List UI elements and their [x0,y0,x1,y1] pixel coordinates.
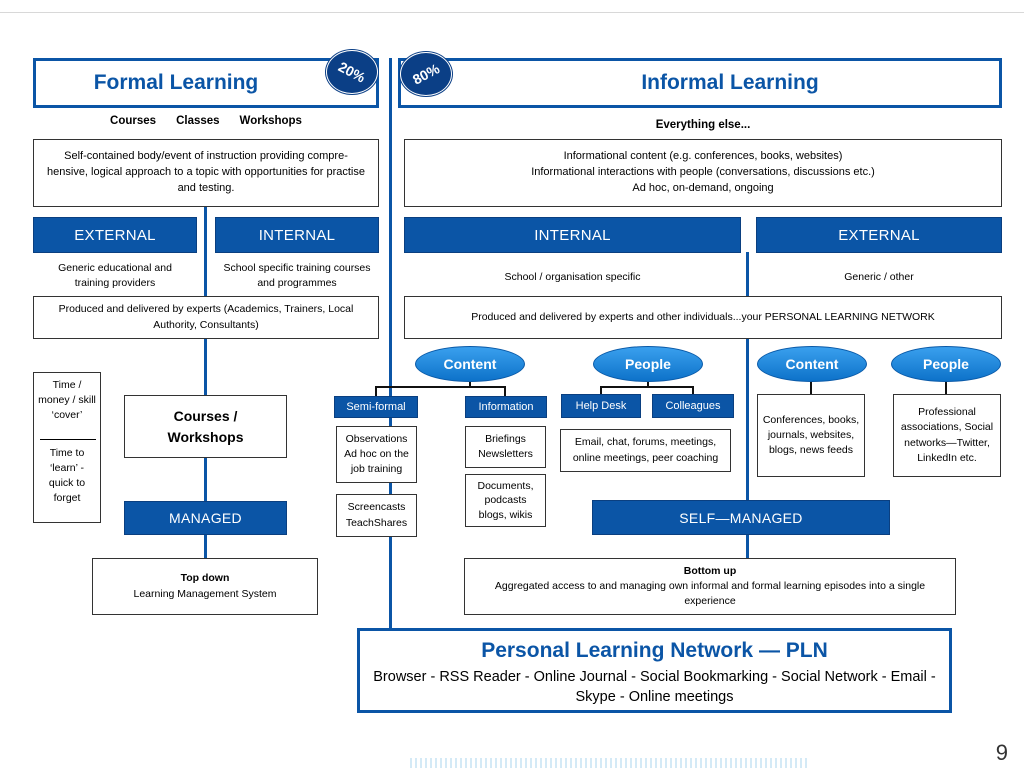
external-content-box: Conferences, books, journals, websites, … [757,394,865,477]
formal-spine-line [204,207,207,559]
people-connector-stem [647,382,649,387]
self-managed-band: SELF—MANAGED [592,500,890,535]
time-note-box: Time / money / skill ‘cover’ Time to ‘le… [33,372,101,523]
content-connector-bar [375,386,506,388]
informal-internal-desc: School / organisation specific [504,271,641,283]
top-down-box: Top down Learning Management System [92,558,318,615]
semiformal-band: Semi-formal [334,396,418,418]
informal-learning-header: Informal Learning [398,58,1002,108]
formal-internal-desc: School specific training courses and pro… [223,262,371,290]
informal-percent-badge: 80% [400,52,452,96]
screencasts-box: Screencasts TeachShares [336,494,417,537]
colleagues-band: Colleagues [652,394,734,418]
people-connector-bar [600,386,693,388]
page-number: 9 [995,740,1008,765]
time-money-note: Time / money / skill ‘cover’ [38,379,96,422]
content-connector-stem [469,382,471,387]
internal-people-oval: People [593,346,703,382]
ext-content-connector [810,382,812,394]
help-desk-band: Help Desk [561,394,641,418]
decorative-hatch-strip [410,758,810,768]
formal-internal-band: INTERNAL [215,217,379,253]
type-classes: Classes [176,115,220,127]
informal-external-band: EXTERNAL [756,217,1002,253]
documents-box: Documents, podcasts blogs, wikis [465,474,546,527]
ext-people-connector [945,382,947,394]
pln-box: Personal Learning Network — PLN Browser … [357,628,952,713]
type-courses: Courses [110,115,157,127]
bottom-up-box: Bottom up Aggregated access to and manag… [464,558,956,615]
formal-learning-title: Formal Learning [93,71,259,94]
courses-workshops-box: Courses / Workshops [124,395,287,458]
pln-tools: Browser - RSS Reader - Online Journal - … [373,669,936,706]
pln-title: Personal Learning Network — PLN [481,639,828,662]
external-people-box: Professional associations, Social networ… [893,394,1001,477]
time-learn-note: Time to ‘learn’ - quick to forget [48,446,86,505]
internal-content-oval: Content [415,346,525,382]
informal-external-desc: Generic / other [844,271,914,283]
informal-learning-title: Informal Learning [641,71,819,94]
external-people-oval: People [891,346,1001,382]
note-divider [40,439,96,440]
observations-box: Observations Ad hoc on the job training [336,426,417,483]
managed-band: MANAGED [124,501,287,535]
formal-definition-box: Self-contained body/event of instruction… [33,139,379,207]
informal-internal-band: INTERNAL [404,217,741,253]
colleagues-connector [692,386,694,396]
informal-spine-line [746,252,749,558]
semiformal-connector [375,386,377,397]
briefings-box: Briefings Newsletters [465,426,546,468]
everything-else-label: Everything else... [655,119,751,131]
formal-produced-box: Produced and delivered by experts (Acade… [33,296,379,339]
type-workshops: Workshops [239,115,302,127]
formal-external-desc: Generic educational and training provide… [58,262,172,290]
information-connector [504,386,506,397]
formal-types-row: Courses Classes Workshops [33,115,379,133]
informal-definition-box: Informational content (e.g. conferences,… [404,139,1002,207]
formal-external-band: EXTERNAL [33,217,197,253]
informal-produced-box: Produced and delivered by experts and ot… [404,296,1002,339]
external-content-oval: Content [757,346,867,382]
helpdesk-connector [600,386,602,396]
people-channels-box: Email, chat, forums, meetings, online me… [560,429,731,472]
formal-learning-header: Formal Learning [33,58,379,108]
information-band: Information [465,396,547,418]
formal-percent-badge: 20% [326,50,378,94]
top-rule [0,12,1024,13]
center-divider-line [389,58,392,628]
